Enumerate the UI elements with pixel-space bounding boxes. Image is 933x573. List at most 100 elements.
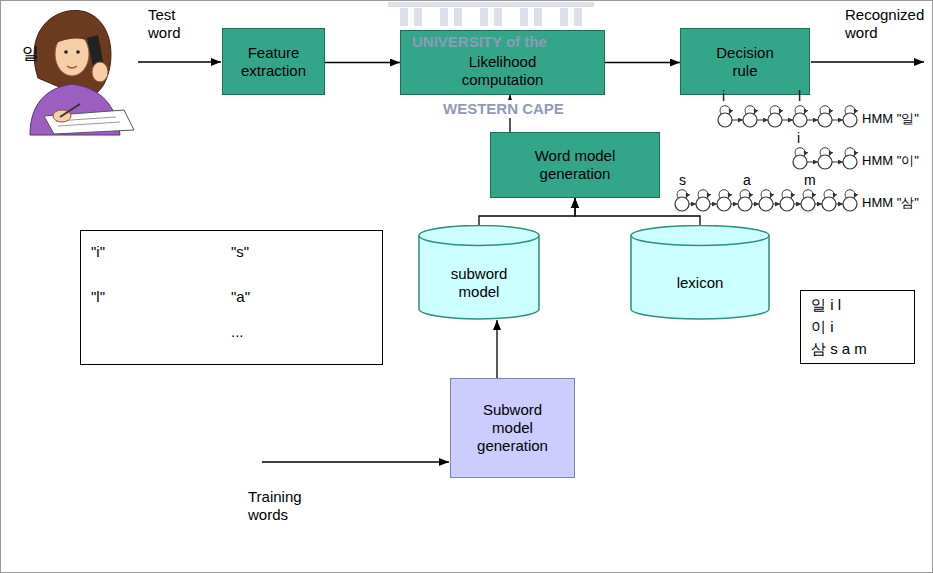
process-box: Feature extraction [222,28,325,95]
cylinder-body [631,235,769,319]
database-cylinder: subword model [418,225,540,320]
watermark: UNIVERSITY of the [412,33,547,51]
watermark-logo [414,8,422,26]
phone-label: s [679,172,686,189]
hmm-state-chain [843,197,857,211]
woman-illustration [30,10,134,135]
hmm-state-chain [710,204,717,205]
phone-label: i [797,130,800,147]
process-box: Subword model generation [450,378,575,478]
hmm-state-chain [843,113,857,127]
watermark-logo [400,8,408,26]
flow-arrow [138,61,221,62]
lexicon-entry: 일 i l [811,294,841,316]
hmm-state-chain [717,197,731,211]
woman-illustration [92,62,108,82]
process-box: Decision rule [680,28,810,95]
watermark-logo [454,8,462,26]
lexicon-entry: 이 i [811,316,834,338]
phone-label: i [722,88,725,105]
flow-connector [575,198,700,225]
lexicon-entry: 삼 s a m [811,338,867,360]
woman-illustration [67,66,77,68]
node-text: subword model [438,265,520,301]
hmm-state-chain [815,204,822,205]
hmm-state-chain [801,197,815,211]
hmm-state-chain [832,120,843,121]
hmm-state-chain [818,155,832,169]
hmm-state-chain [832,162,843,163]
hmm-state-chain [793,155,807,169]
woman-illustration [54,30,90,44]
node-text: lexicon [677,274,724,292]
node-text: Likelihood computation [451,53,554,89]
hmm-state-chain [807,120,818,121]
flow-connector [479,198,575,225]
phone-label: l [798,88,801,105]
hmm-state-chain [675,197,689,211]
hmm-state-chain [773,204,780,205]
watermark-logo [388,2,594,7]
subword-example-panel: "i" "s" "l" "a"... [80,230,383,365]
lexicon-table: 일 i l이 i삼 s a m [800,290,915,364]
unit-label: "a" [231,288,250,306]
hmm-state-chain [822,197,836,211]
cylinder-top [631,226,769,246]
hmm-state-chain [743,113,757,127]
hmm-state-chain [782,120,793,121]
input-label: Test word [148,6,198,42]
node-text: Feature extraction [231,44,316,80]
unit-label: "s" [231,243,249,261]
hmm-state-chain [794,204,801,205]
hmm-state-chain [759,197,773,211]
hmm-state-chain [780,197,794,211]
watermark-logo [440,8,448,26]
watermark-logo [388,2,594,26]
hmm-state-chain [836,204,843,205]
database-cylinder: lexicon [630,225,770,320]
woman-illustration [44,110,134,134]
hmm-label: HMM "삼" [862,195,919,211]
hmm-state-chain [793,113,807,127]
woman-illustration [60,104,80,117]
watermark-logo [560,8,568,26]
woman-illustration [76,50,80,54]
flow-connector [325,62,400,63]
node-text: Word model generation [526,147,624,183]
woman-illustration [64,50,68,54]
watermark-logo [494,8,502,26]
cylinder-top [419,226,539,246]
hmm-state-chain [689,204,696,205]
hmm-state-chain [696,197,710,211]
flow-arrow [811,61,924,62]
hmm-state-chain [752,204,759,205]
watermark-logo [574,8,582,26]
process-box: Word model generation [490,132,660,198]
cylinder-body [419,235,539,319]
hmm-state-chain [768,113,782,127]
watermark: WESTERN CAPE [440,100,567,118]
hmm-state-chain [718,113,732,127]
hmm-state-chain [757,120,768,121]
hmm-state-chain [731,204,738,205]
flow-connector [605,62,680,63]
input-label: Training words [248,488,312,524]
watermark-logo [534,8,542,26]
phone-label: m [804,172,816,189]
unit-label: ... [231,323,244,341]
unit-label: "l" [91,288,105,306]
hmm-label: HMM "일" [862,111,919,127]
speech-text: 일 [22,44,39,64]
watermark-logo [480,8,488,26]
hmm-state-chain [818,113,832,127]
cylinder-outline [630,225,770,320]
flow-arrow [262,461,449,462]
node-text: Subword model generation [476,401,549,455]
unit-label: "i" [91,243,105,261]
hmm-state-chain [807,162,818,163]
hmm-state-chain [732,120,743,121]
watermark-logo [520,8,528,26]
flow-connector [496,320,497,378]
